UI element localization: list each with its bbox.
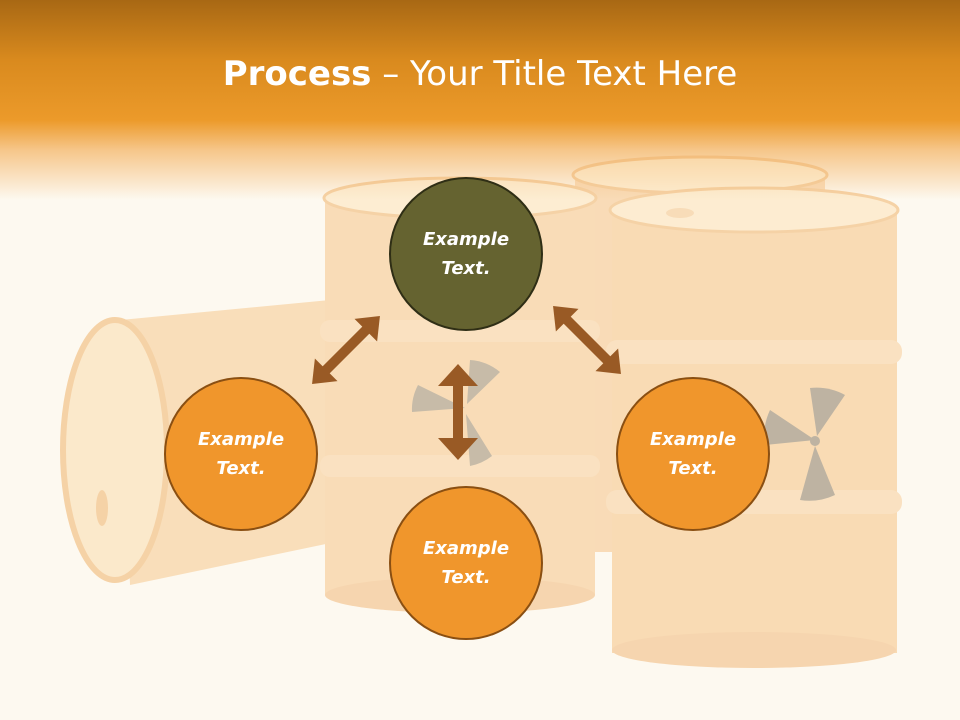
arrow-vertical — [438, 364, 478, 460]
radiation-symbol-center — [411, 360, 500, 466]
node-top[interactable]: Example Text. — [389, 177, 543, 331]
node-right[interactable]: Example Text. — [616, 377, 770, 531]
radiation-symbol-right — [764, 387, 845, 501]
arrow-top-left — [312, 316, 380, 384]
node-bottom[interactable]: Example Text. — [389, 486, 543, 640]
title-rest: – Your Title Text Here — [371, 54, 738, 94]
arrow-top-right — [553, 306, 621, 374]
arrows — [312, 306, 621, 460]
node-top-label: Example Text. — [422, 229, 510, 279]
node-left[interactable]: Example Text. — [164, 377, 318, 531]
node-left-label: Example Text. — [197, 429, 285, 479]
node-right-label: Example Text. — [649, 429, 737, 479]
title-bold: Process — [222, 54, 372, 94]
node-bottom-label: Example Text. — [422, 538, 510, 588]
slide-title: Process – Your Title Text Here — [0, 52, 960, 96]
